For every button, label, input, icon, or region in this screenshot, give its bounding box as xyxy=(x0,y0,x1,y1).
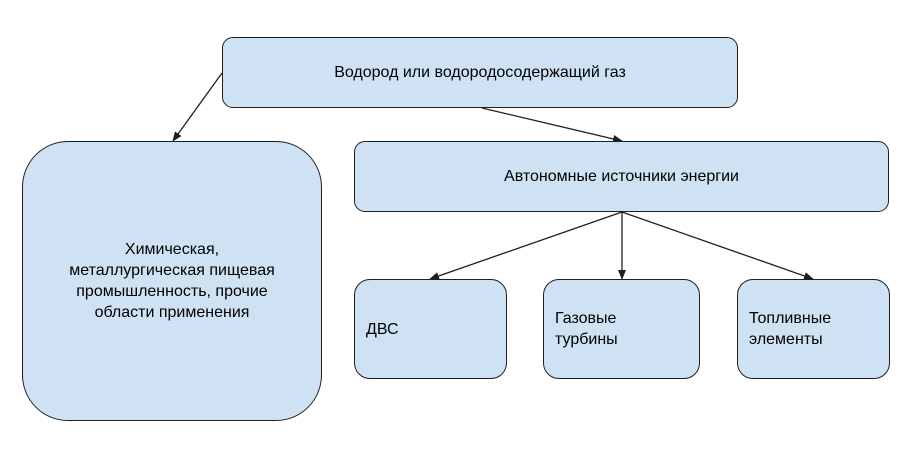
node-hydrogen-gas-label: Водород или водородосодержащий газ xyxy=(334,64,626,81)
node-gas-turbines-line-2: турбины xyxy=(555,331,618,348)
node-gas-turbines-label: Газовые турбины xyxy=(555,308,618,350)
node-fuel-cells-line-2: элементы xyxy=(749,331,823,348)
arrow-top-to-middle xyxy=(481,107,623,143)
node-fuel-cells-line-1: Топливные xyxy=(749,310,832,327)
node-industry-line-1: Химическая, xyxy=(124,241,220,258)
node-autonomous-energy-sources-label: Автономные источники энергии xyxy=(504,168,739,185)
node-ice-label: ДВС xyxy=(366,320,399,338)
node-autonomous-energy-sources: Автономные источники энергии xyxy=(354,141,889,212)
arrow-top-to-left xyxy=(172,72,223,142)
node-industry-line-2: металлургическая пищевая xyxy=(69,262,275,279)
node-industry-applications: Химическая, металлургическая пищевая про… xyxy=(22,141,322,421)
arrow-middle-to-fuel xyxy=(621,211,814,280)
node-fuel-cells-label: Топливные элементы xyxy=(749,308,831,350)
node-gas-turbines: Газовые турбины xyxy=(543,279,700,379)
node-industry-applications-label: Химическая, металлургическая пищевая про… xyxy=(69,239,275,323)
node-hydrogen-gas: Водород или водородосодержащий газ xyxy=(222,37,738,108)
node-industry-line-3: промышленность, прочие xyxy=(76,283,268,300)
node-gas-turbines-line-1: Газовые xyxy=(555,310,617,327)
node-ice: ДВС xyxy=(354,279,507,379)
node-fuel-cells: Топливные элементы xyxy=(737,279,890,379)
node-industry-line-4: области применения xyxy=(94,304,250,321)
arrow-middle-to-dvs xyxy=(429,211,623,280)
